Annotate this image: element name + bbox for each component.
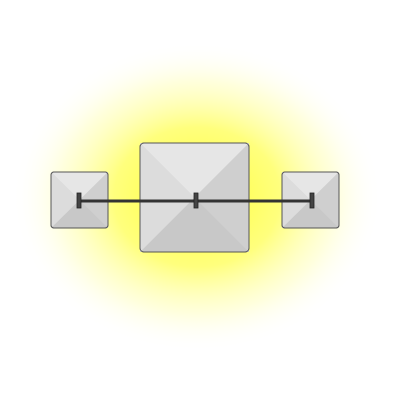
connector-tick-left	[76, 192, 82, 209]
connector-tick-center	[193, 192, 199, 209]
connector-tick-right	[309, 192, 315, 209]
connector-bar	[76, 192, 315, 209]
